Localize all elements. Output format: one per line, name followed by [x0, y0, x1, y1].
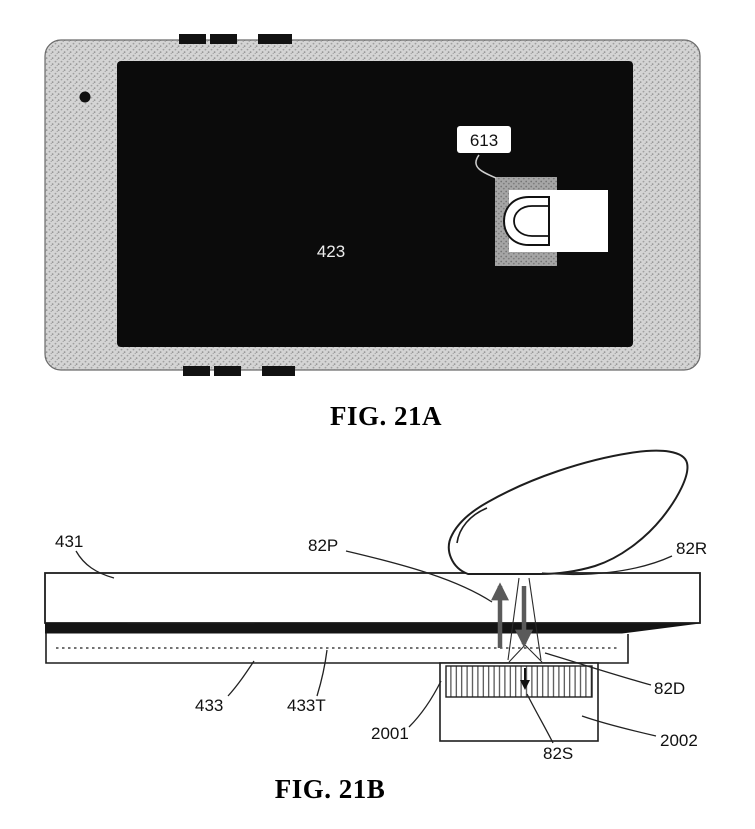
ref-label-433t: 433T — [287, 696, 326, 715]
ref-label-2002: 2002 — [660, 731, 698, 750]
leader-82p — [345, 550, 493, 603]
camera-dot-icon — [79, 91, 91, 103]
cover-glass-layer — [44, 572, 701, 624]
leader-433 — [227, 660, 255, 697]
finger — [447, 449, 689, 575]
fig-21b-caption: FIG. 21B — [275, 774, 386, 804]
leader-433t — [316, 649, 328, 697]
fig-21a-caption: FIG. 21A — [330, 401, 442, 431]
bottom-edge-buttons — [183, 366, 295, 376]
leader-82s — [526, 693, 554, 744]
leader-82r — [541, 555, 673, 576]
ref-label-613: 613 — [470, 131, 498, 150]
leader-2002 — [581, 715, 657, 737]
leader-2001 — [408, 680, 442, 728]
fig-21a-group: 613 423 FIG. 21A — [44, 34, 701, 431]
ref-label-82r: 82R — [676, 539, 707, 558]
leader-82d — [544, 652, 652, 686]
top-edge-buttons — [179, 34, 292, 44]
label-613-patch — [457, 126, 511, 153]
ref-label-2001: 2001 — [371, 724, 409, 743]
display-layer — [45, 633, 629, 664]
ref-label-431: 431 — [55, 532, 83, 551]
fig-21b-group: 431 82P 82R 433 433T 2001 82D 2002 82S F… — [44, 449, 707, 804]
fingernail-line — [456, 507, 488, 544]
leader-431 — [75, 550, 115, 579]
leader-613 — [475, 154, 497, 179]
fingerprint-icon — [502, 196, 550, 246]
adhesive-wedge-layer — [45, 623, 700, 634]
ref-label-82s: 82S — [543, 744, 573, 763]
ref-label-82p: 82P — [308, 536, 338, 555]
ref-label-82d: 82D — [654, 679, 685, 698]
piezo-array-strip — [445, 665, 593, 698]
ref-label-433: 433 — [195, 696, 223, 715]
ref-label-423: 423 — [317, 242, 345, 261]
